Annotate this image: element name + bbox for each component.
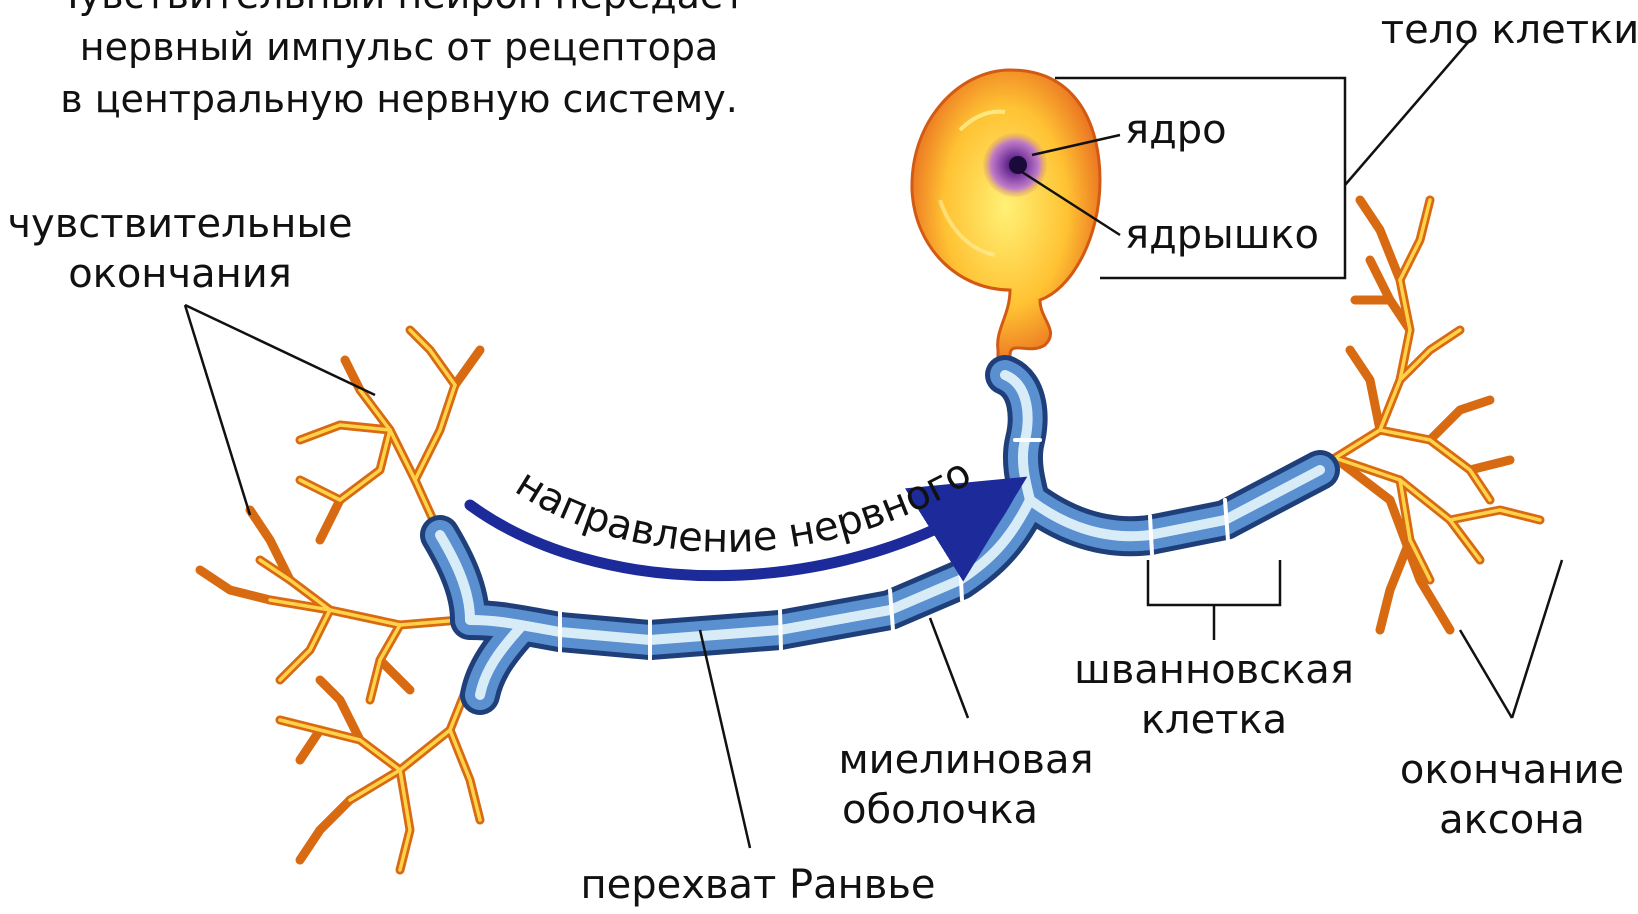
schwann-cell-label-1: шванновская xyxy=(1074,647,1354,693)
axon-terminal-label-2: аксона xyxy=(1439,797,1585,843)
node-gap xyxy=(780,610,781,650)
axon-terminal-branches xyxy=(1335,200,1540,630)
myelin-sheath-label-2: оболочка xyxy=(842,787,1038,833)
caption-line-3: в центральную нервную систему. xyxy=(60,77,738,121)
myelin-sheath-label-1: миелиновая xyxy=(838,737,1093,783)
axon-terminal-label-1: окончание xyxy=(1400,747,1624,793)
node-gap xyxy=(1150,516,1152,554)
nucleus-label: ядро xyxy=(1125,107,1227,153)
sensory-endings-branches xyxy=(200,330,480,870)
node-of-ranvier-label: перехват Ранвье xyxy=(580,862,935,908)
cell-body xyxy=(912,70,1100,375)
node-gap xyxy=(960,560,962,600)
cell-body-label: тело клетки xyxy=(1381,7,1638,53)
caption-line-2: нервный импульс от рецептора xyxy=(80,25,719,69)
nucleolus-label: ядрышко xyxy=(1125,212,1319,258)
nucleolus xyxy=(1009,156,1027,174)
caption-line-1: Чувствительный нейрон передаёт xyxy=(53,0,746,17)
schwann-cell-label-2: клетка xyxy=(1141,697,1287,743)
sensory-endings-label-2: окончания xyxy=(68,251,292,297)
sensory-endings-label-1: чувствительные xyxy=(7,201,352,247)
labels: Чувствительный нейрон передаёт нервный и… xyxy=(7,0,1638,908)
